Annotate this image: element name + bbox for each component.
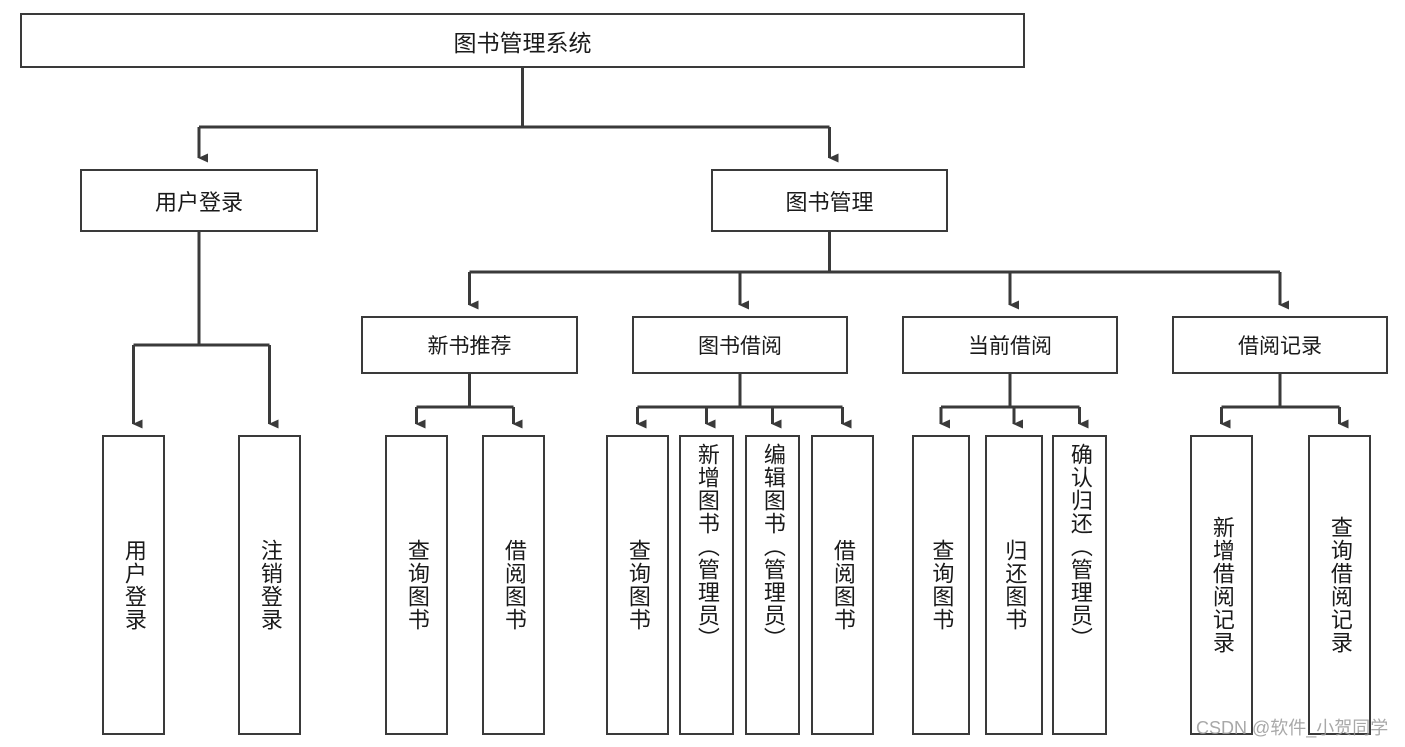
leaf-node-4[interactable]: 查询图书 xyxy=(606,435,669,735)
node-label: 新书推荐 xyxy=(427,335,512,358)
watermark-text: CSDN @软件_小贺同学 xyxy=(1196,718,1389,738)
leaf-node-5[interactable]: 新增图书（管理员） xyxy=(679,435,734,735)
node-label: 当前借阅 xyxy=(968,335,1052,358)
leaf-node-6[interactable]: 编辑图书（管理员） xyxy=(745,435,800,735)
leaf-node-label: 确认归还（管理员） xyxy=(1067,443,1093,650)
leaf-node-0[interactable]: 用户登录 xyxy=(102,435,165,735)
level3-node-1[interactable]: 图书借阅 xyxy=(632,316,848,374)
leaf-node-label: 查询图书 xyxy=(625,539,651,631)
level3-node-3[interactable]: 借阅记录 xyxy=(1172,316,1388,374)
leaf-node-1[interactable]: 注销登录 xyxy=(238,435,301,735)
leaf-node-label: 借阅图书 xyxy=(830,539,856,631)
leaf-node-9[interactable]: 归还图书 xyxy=(985,435,1043,735)
node-label: 图书借阅 xyxy=(698,335,782,358)
leaf-node-2[interactable]: 查询图书 xyxy=(385,435,448,735)
node-label: 图书管理系统 xyxy=(453,29,592,56)
level3-node-0[interactable]: 新书推荐 xyxy=(361,316,578,374)
leaf-node-10[interactable]: 确认归还（管理员） xyxy=(1052,435,1107,735)
leaf-node-11[interactable]: 新增借阅记录 xyxy=(1190,435,1253,735)
leaf-node-label: 注销登录 xyxy=(257,539,283,631)
node-label: 用户登录 xyxy=(154,189,243,215)
leaf-node-8[interactable]: 查询图书 xyxy=(912,435,970,735)
leaf-node-label: 编辑图书（管理员） xyxy=(760,443,786,650)
leaf-node-label: 查询借阅记录 xyxy=(1327,516,1353,654)
leaf-node-3[interactable]: 借阅图书 xyxy=(482,435,545,735)
node-label: 图书管理 xyxy=(785,189,874,215)
leaf-node-label: 查询图书 xyxy=(404,539,430,631)
leaf-node-label: 用户登录 xyxy=(121,539,147,631)
leaf-node-label: 借阅图书 xyxy=(501,539,527,631)
level2-node-1[interactable]: 图书管理 xyxy=(711,169,948,232)
node-label: 借阅记录 xyxy=(1238,335,1322,358)
root-node[interactable]: 图书管理系统 xyxy=(20,13,1025,68)
leaf-node-label: 归还图书 xyxy=(1002,539,1028,631)
leaf-node-label: 新增图书（管理员） xyxy=(694,443,720,650)
level3-node-2[interactable]: 当前借阅 xyxy=(902,316,1118,374)
leaf-node-7[interactable]: 借阅图书 xyxy=(811,435,874,735)
leaf-node-12[interactable]: 查询借阅记录 xyxy=(1308,435,1371,735)
leaf-node-label: 新增借阅记录 xyxy=(1209,516,1235,654)
leaf-node-label: 查询图书 xyxy=(929,539,955,631)
level2-node-0[interactable]: 用户登录 xyxy=(80,169,318,232)
